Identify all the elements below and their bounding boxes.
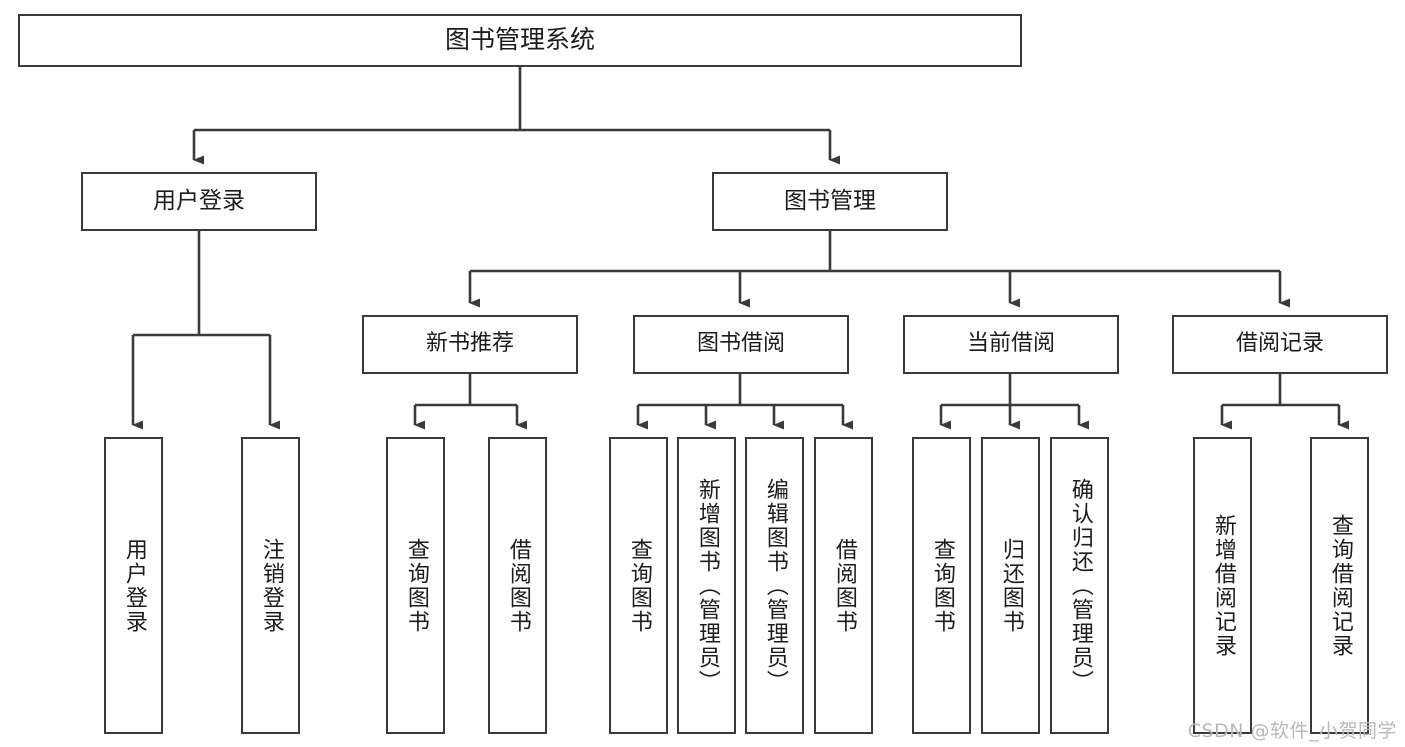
- node-user-login[interactable]: 用户登录: [81, 172, 317, 231]
- leaf-borrow-add[interactable]: 新增图书（管理员）: [677, 437, 736, 734]
- node-borrow-record[interactable]: 借阅记录: [1172, 315, 1388, 374]
- leaf-borrow-query[interactable]: 查询图书: [609, 437, 668, 734]
- leaf-borrow-add-label: 新增图书（管理员）: [694, 477, 720, 694]
- leaf-borrow-do[interactable]: 借阅图书: [814, 437, 873, 734]
- leaf-recommend-query[interactable]: 查询图书: [386, 437, 445, 734]
- node-borrow-record-label: 借阅记录: [1235, 331, 1324, 357]
- node-root[interactable]: 图书管理系统: [18, 14, 1022, 67]
- node-current-borrow-label: 当前借阅: [966, 331, 1055, 357]
- node-new-book-recommend-label: 新书推荐: [425, 331, 514, 357]
- csdn-watermark: CSDN @软件_小贺同学: [1187, 720, 1397, 742]
- leaf-current-query-label: 查询图书: [929, 537, 955, 634]
- leaf-recommend-query-label: 查询图书: [403, 537, 429, 634]
- leaf-current-confirm[interactable]: 确认归还（管理员）: [1050, 437, 1109, 734]
- leaf-borrow-query-label: 查询图书: [626, 537, 652, 634]
- node-user-login-label: 用户登录: [153, 188, 245, 215]
- leaf-user-logout[interactable]: 注销登录: [241, 437, 300, 734]
- leaf-record-add-label: 新增借阅记录: [1210, 513, 1236, 658]
- leaf-borrow-edit-label: 编辑图书（管理员）: [762, 477, 788, 694]
- leaf-record-query[interactable]: 查询借阅记录: [1310, 437, 1369, 734]
- leaf-current-query[interactable]: 查询图书: [912, 437, 971, 734]
- node-current-borrow[interactable]: 当前借阅: [903, 315, 1119, 374]
- leaf-recommend-borrow-label: 借阅图书: [505, 537, 531, 634]
- leaf-record-add[interactable]: 新增借阅记录: [1193, 437, 1252, 734]
- node-book-manage-label: 图书管理: [784, 188, 876, 215]
- node-book-borrow[interactable]: 图书借阅: [633, 315, 849, 374]
- node-root-label: 图书管理系统: [444, 25, 595, 55]
- node-new-book-recommend[interactable]: 新书推荐: [362, 315, 578, 374]
- leaf-user-login-label: 用户登录: [121, 537, 147, 634]
- node-book-borrow-label: 图书借阅: [696, 331, 785, 357]
- leaf-record-query-label: 查询借阅记录: [1327, 513, 1353, 658]
- leaf-user-logout-label: 注销登录: [258, 537, 284, 634]
- leaf-recommend-borrow[interactable]: 借阅图书: [488, 437, 547, 734]
- leaf-borrow-edit[interactable]: 编辑图书（管理员）: [745, 437, 804, 734]
- node-book-manage[interactable]: 图书管理: [712, 172, 948, 231]
- leaf-current-return-label: 归还图书: [998, 537, 1024, 634]
- leaf-current-return[interactable]: 归还图书: [981, 437, 1040, 734]
- leaf-borrow-do-label: 借阅图书: [831, 537, 857, 634]
- leaf-current-confirm-label: 确认归还（管理员）: [1067, 477, 1093, 694]
- leaf-user-login[interactable]: 用户登录: [104, 437, 163, 734]
